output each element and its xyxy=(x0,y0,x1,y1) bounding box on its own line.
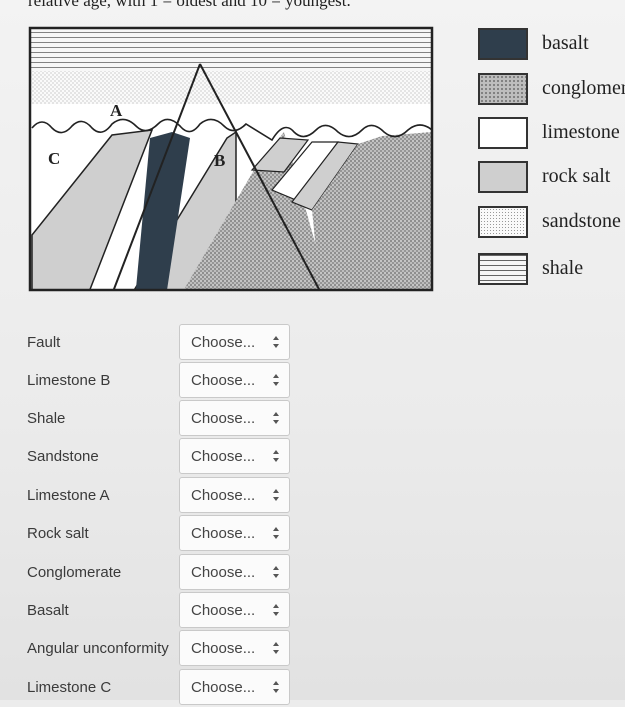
select-value: Choose... xyxy=(191,487,256,504)
question-label: Rock salt xyxy=(27,525,89,542)
label-a: A xyxy=(110,101,123,120)
age-select[interactable]: Choose... xyxy=(179,592,290,628)
question-label: Limestone A xyxy=(27,487,110,504)
diagram-frame xyxy=(28,26,434,292)
age-select[interactable]: Choose... xyxy=(179,324,290,360)
question-row: Rock salt Choose... xyxy=(0,515,625,553)
select-value: Choose... xyxy=(191,679,256,696)
select-arrows-icon xyxy=(273,681,279,693)
age-select[interactable]: Choose... xyxy=(179,554,290,590)
age-select[interactable]: Choose... xyxy=(179,400,290,436)
select-value: Choose... xyxy=(191,564,256,581)
select-arrows-icon xyxy=(273,412,279,424)
legend-label: conglomerate xyxy=(542,77,625,99)
sandstone-swatch xyxy=(478,206,528,238)
age-select[interactable]: Choose... xyxy=(179,362,290,398)
legend-label: basalt xyxy=(542,32,589,54)
basalt-dike xyxy=(135,132,190,290)
question-row: Shale Choose... xyxy=(0,400,625,438)
shale-layer xyxy=(30,28,432,71)
select-value: Choose... xyxy=(191,525,256,542)
basalt-swatch xyxy=(478,28,528,60)
question-row: Limestone A Choose... xyxy=(0,477,625,515)
age-select[interactable]: Choose... xyxy=(179,630,290,666)
age-select[interactable]: Choose... xyxy=(179,669,290,705)
fault-line-2 xyxy=(112,63,201,290)
question-row: Angular unconformity Choose... xyxy=(0,630,625,668)
question-label: Limestone C xyxy=(27,679,112,696)
age-select[interactable]: Choose... xyxy=(179,515,290,551)
legend: basalt conglomerate limestone rock salt … xyxy=(478,20,625,300)
select-arrows-icon xyxy=(273,566,279,578)
legend-label: rock salt xyxy=(542,165,611,187)
angular-unconformity-line xyxy=(31,118,432,142)
question-label: Shale xyxy=(27,410,66,427)
select-arrows-icon xyxy=(273,374,279,386)
label-b: B xyxy=(214,151,225,170)
select-value: Choose... xyxy=(191,602,256,619)
legend-label: sandstone xyxy=(542,210,621,232)
rock-salt-sliver xyxy=(250,137,310,173)
question-label: Limestone B xyxy=(27,372,111,389)
select-arrows-icon xyxy=(273,642,279,654)
conglomerate-body-right xyxy=(312,132,432,290)
shale-swatch xyxy=(478,253,528,285)
fault-line xyxy=(199,63,321,290)
age-select[interactable]: Choose... xyxy=(179,438,290,474)
select-value: Choose... xyxy=(191,372,256,389)
question-label: Conglomerate xyxy=(27,564,122,581)
question-label: Basalt xyxy=(27,602,69,619)
sandstone-layer xyxy=(30,71,432,104)
limestone-swatch xyxy=(478,117,528,149)
select-arrows-icon xyxy=(273,489,279,501)
select-value: Choose... xyxy=(191,334,256,351)
select-arrows-icon xyxy=(273,604,279,616)
question-row: Limestone B Choose... xyxy=(0,362,625,400)
select-value: Choose... xyxy=(191,448,256,465)
question-label: Sandstone xyxy=(27,448,99,465)
rock-salt-swatch xyxy=(478,161,528,193)
conglomerate-swatch xyxy=(478,73,528,105)
question-row: Limestone C Choose... xyxy=(0,669,625,707)
select-value: Choose... xyxy=(191,640,256,657)
question-row: Conglomerate Choose... xyxy=(0,554,625,592)
legend-label: limestone xyxy=(542,121,620,143)
select-arrows-icon xyxy=(273,336,279,348)
question-label: Angular unconformity xyxy=(27,640,169,657)
instruction-text: relative age, with 1 = oldest and 10 = y… xyxy=(28,0,351,10)
legend-label: shale xyxy=(542,257,584,279)
question-label: Fault xyxy=(27,334,61,351)
cross-section-diagram: A C B xyxy=(28,26,434,292)
select-value: Choose... xyxy=(191,410,256,427)
question-row: Basalt Choose... xyxy=(0,592,625,630)
select-arrows-icon xyxy=(273,527,279,539)
select-arrows-icon xyxy=(273,450,279,462)
age-select[interactable]: Choose... xyxy=(179,477,290,513)
question-row: Fault Choose... xyxy=(0,324,625,362)
question-row: Sandstone Choose... xyxy=(0,438,625,476)
label-c: C xyxy=(48,149,60,168)
rock-salt-band-c xyxy=(31,129,154,290)
